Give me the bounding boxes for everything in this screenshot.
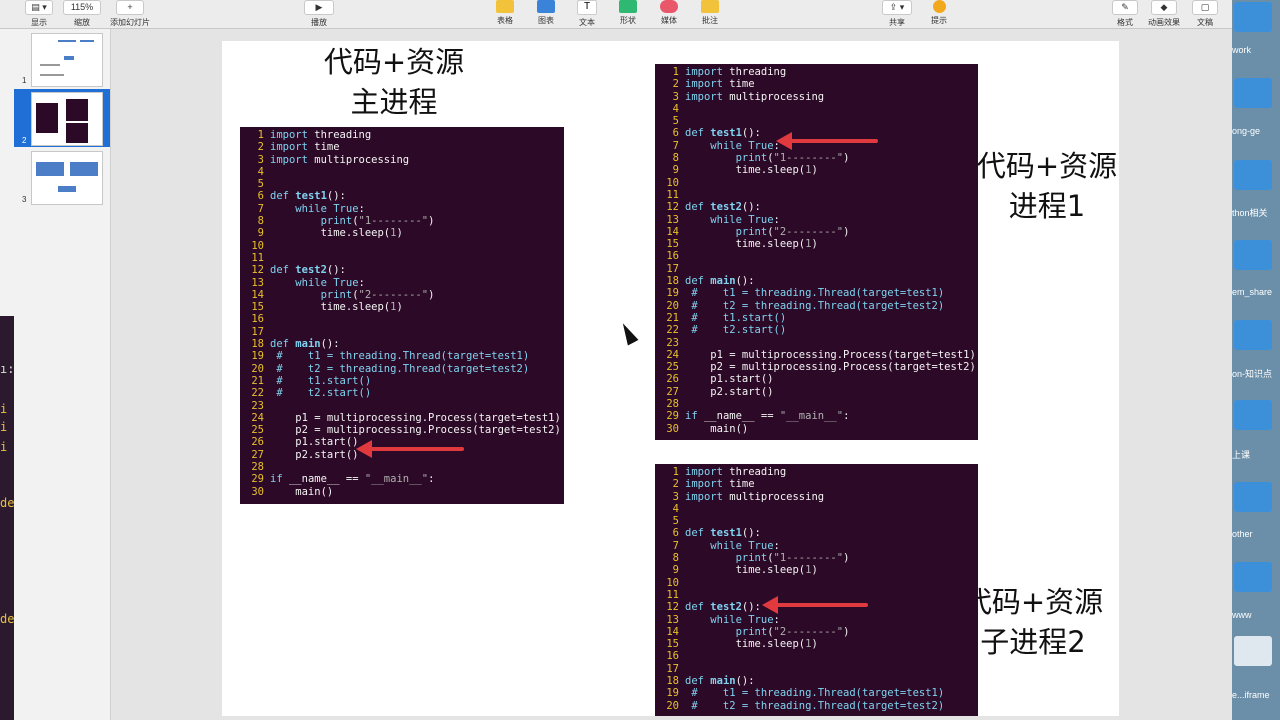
sidebar-icon: ▤ ▾ <box>25 0 53 15</box>
brush-icon: ✎ <box>1112 0 1138 15</box>
table-icon <box>496 0 514 13</box>
add-slide-button[interactable]: + 添加幻灯片 <box>110 0 150 27</box>
folder-icon[interactable] <box>1234 160 1272 190</box>
lightbulb-icon <box>932 0 946 13</box>
slide-thumbnail-2[interactable] <box>31 92 103 146</box>
finder-sidebar <box>1232 0 1280 720</box>
play-button[interactable]: ▶ 播放 <box>302 0 336 28</box>
text-button[interactable]: T 文本 <box>577 0 597 27</box>
background-terminal-strip: ı: i i i de de <box>0 316 14 720</box>
caption-process-2: 代码+资源 子进程2 <box>962 585 1104 659</box>
folder-icon[interactable] <box>1234 400 1272 430</box>
animate-button[interactable]: ◆ 动画效果 <box>1148 0 1180 27</box>
comment-button[interactable]: 批注 <box>695 0 725 28</box>
red-arrow-icon <box>776 132 878 150</box>
diamond-icon: ◆ <box>1151 0 1177 15</box>
play-icon: ▶ <box>304 0 334 15</box>
folder-icon[interactable] <box>1234 482 1272 512</box>
zoom-button[interactable]: 115% 缩放 <box>62 0 102 28</box>
shape-button[interactable]: 形状 <box>613 0 643 28</box>
caption-main-process: 代码+资源 主进程 <box>323 45 465 119</box>
folder-icon[interactable] <box>1234 320 1272 350</box>
chart-icon <box>537 0 555 13</box>
folder-icon[interactable] <box>1234 240 1272 270</box>
comment-icon <box>701 0 719 13</box>
media-button[interactable]: 媒体 <box>654 0 684 28</box>
tips-button[interactable]: 提示 <box>924 0 954 28</box>
plus-icon: + <box>116 0 144 15</box>
share-icon: ⇪ ▾ <box>882 0 912 15</box>
slide-thumbnail-3[interactable] <box>31 151 103 205</box>
slide-thumbnail-1[interactable] <box>31 33 103 87</box>
shared-users-icon[interactable] <box>1234 636 1272 666</box>
table-button[interactable]: 表格 <box>490 0 520 28</box>
format-button[interactable]: ✎ 格式 <box>1110 0 1140 28</box>
folder-icon[interactable] <box>1234 2 1272 32</box>
caption-process-1: 代码+资源 进程1 <box>976 149 1118 223</box>
share-button[interactable]: ⇪ ▾ 共享 <box>880 0 914 28</box>
folder-icon[interactable] <box>1234 78 1272 108</box>
toolbar: ▤ ▾ 显示 115% 缩放 + 添加幻灯片 ▶ 播放 表格 图表 T 文本 形… <box>0 0 1232 29</box>
media-icon <box>660 0 678 13</box>
document-button[interactable]: ▢ 文稿 <box>1190 0 1220 28</box>
document-icon: ▢ <box>1192 0 1218 15</box>
text-icon: T <box>577 0 597 15</box>
view-button[interactable]: ▤ ▾ 显示 <box>24 0 54 28</box>
folder-icon[interactable] <box>1234 562 1272 592</box>
red-arrow-icon <box>356 440 464 458</box>
slide-navigator: 1 2 3 <box>0 29 111 720</box>
red-arrow-icon <box>762 596 868 614</box>
shape-icon <box>619 0 637 13</box>
chart-button[interactable]: 图表 <box>531 0 561 28</box>
